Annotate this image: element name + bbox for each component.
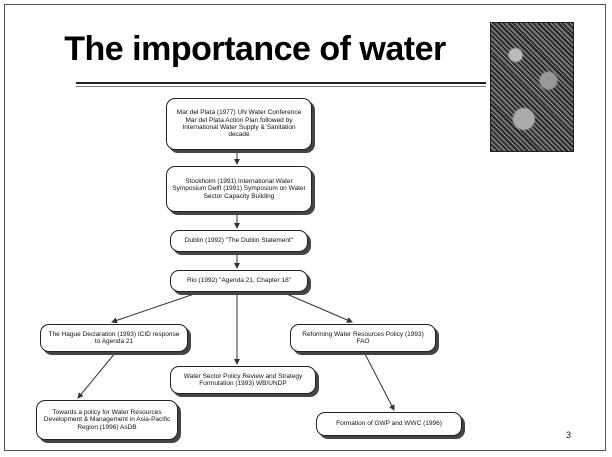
page-number: 3 xyxy=(566,430,572,440)
node-stockholm-delft: Stockholm (1991) International Water Sym… xyxy=(166,166,312,212)
node-stockholm-delft-text: Stockholm (1991) International Water Sym… xyxy=(172,177,306,200)
connector-rio-fao xyxy=(281,291,353,323)
node-mar-del-plata-text: Mar del Plata (1977) UN Water Conference… xyxy=(176,109,302,139)
connector-hague-adb xyxy=(77,351,117,399)
slide-title: The importance of water xyxy=(64,30,446,68)
connector-rio-hague xyxy=(111,291,201,324)
node-rio: Rio (1992) "Agenda 21, Chapter 18" xyxy=(170,270,308,292)
node-fao: Reforming Water Resources Policy (1993) … xyxy=(290,324,436,352)
node-gwp-wwc: Formation of GWP and WWC (1996) xyxy=(316,412,462,436)
node-hague-text: The Hague Declaration (1993) ICID respon… xyxy=(48,330,180,345)
node-fao-text: Reforming Water Resources Policy (1993) … xyxy=(302,330,424,345)
node-rio-text: Rio (1992) "Agenda 21, Chapter 18" xyxy=(187,277,291,285)
water-photo-image xyxy=(490,22,574,152)
node-wb-undp: Water Sector Policy Review and Strategy … xyxy=(170,366,316,394)
node-mar-del-plata: Mar del Plata (1977) UN Water Conference… xyxy=(166,98,312,150)
title-rule xyxy=(76,82,486,84)
node-gwp-wwc-text: Formation of GWP and WWC (1996) xyxy=(336,420,442,428)
connector-fao-gwp xyxy=(363,351,395,411)
node-adb-text: Towards a policy for Water Resources Dev… xyxy=(43,408,171,431)
slide-frame xyxy=(4,4,606,451)
title-rule-secondary xyxy=(76,86,486,87)
node-wb-undp-text: Water Sector Policy Review and Strategy … xyxy=(183,372,303,387)
node-dublin-text: Dublin (1992) "The Dublin Statement" xyxy=(184,237,294,245)
node-dublin: Dublin (1992) "The Dublin Statement" xyxy=(170,230,308,252)
node-adb: Towards a policy for Water Resources Dev… xyxy=(36,400,178,440)
node-hague: The Hague Declaration (1993) ICID respon… xyxy=(40,324,188,352)
